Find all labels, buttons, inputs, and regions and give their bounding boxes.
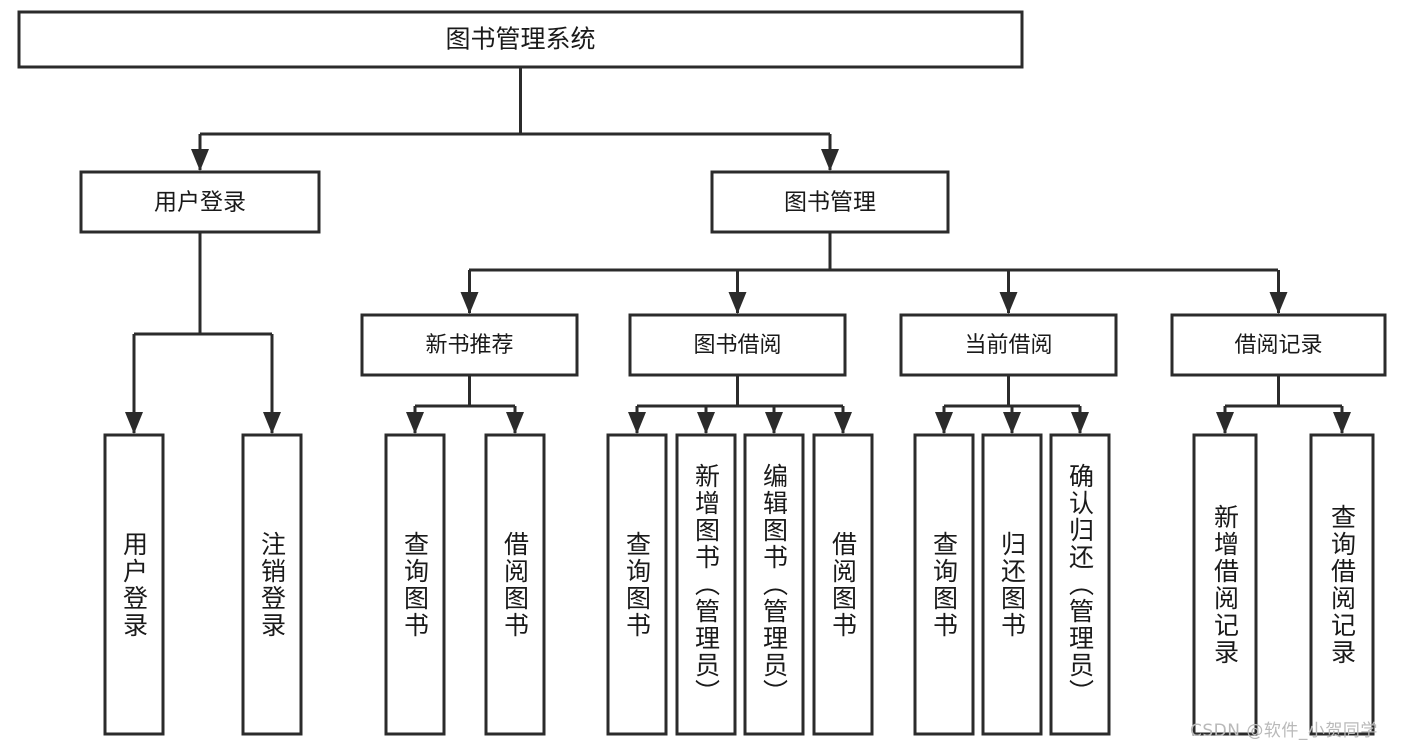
node-label: 图书借阅 [693, 333, 781, 358]
node-rect [241, 433, 303, 736]
node-box-leaf-8 [913, 433, 975, 736]
arrow-head-icon [1216, 412, 1234, 434]
arrow-head-icon [765, 412, 783, 434]
node-box-leaf-12 [1309, 433, 1375, 736]
node-rect [103, 433, 165, 736]
node-box-leaf-2 [384, 433, 446, 736]
node-box-leaf-11 [1192, 433, 1258, 736]
node-box-leaf-5 [675, 433, 737, 736]
arrow-head-icon [728, 292, 747, 314]
node-rect [710, 170, 950, 234]
arrow-head-icon [628, 412, 646, 434]
node-label: 新书推荐 [425, 333, 513, 358]
arrow-head-icon [506, 412, 524, 434]
arrow-head-icon [191, 149, 209, 171]
node-box-leaf-6 [743, 433, 805, 736]
node-box-layer [17, 10, 1387, 736]
node-box-leaf-0 [103, 433, 165, 736]
node-box-level2-0 [360, 313, 579, 377]
node-box-leaf-9 [981, 433, 1043, 736]
node-box-level2-2 [899, 313, 1118, 377]
node-box-level1-1 [710, 170, 950, 234]
node-rect [981, 433, 1043, 736]
node-box-leaf-4 [606, 433, 668, 736]
arrow-head-icon [1333, 412, 1351, 434]
arrow-head-icon [1003, 412, 1021, 434]
arrow-head-icon [460, 292, 479, 314]
connector-layer [125, 67, 1351, 434]
node-rect [628, 313, 847, 377]
arrow-head-icon [406, 412, 424, 434]
node-rect [743, 433, 805, 736]
arrow-head-icon [834, 412, 852, 434]
csdn-watermark: CSDN @软件_小贺同学 [1190, 721, 1378, 741]
node-rect [1049, 433, 1111, 736]
node-box-leaf-10 [1049, 433, 1111, 736]
node-rect [360, 313, 579, 377]
node-rect [675, 433, 737, 736]
node-rect [484, 433, 546, 736]
node-label: 借阅记录 [1234, 333, 1322, 358]
node-rect [1192, 433, 1258, 736]
arrow-head-icon [263, 412, 281, 434]
node-rect [17, 10, 1024, 69]
node-rect [606, 433, 668, 736]
node-rect [384, 433, 446, 736]
arrow-head-icon [999, 292, 1018, 314]
node-rect [1309, 433, 1375, 736]
node-label: 用户登录 [154, 190, 246, 216]
node-rect [79, 170, 321, 234]
node-rect [913, 433, 975, 736]
node-box-level2-3 [1170, 313, 1387, 377]
arrow-head-icon [697, 412, 715, 434]
arrow-head-icon [935, 412, 953, 434]
node-box-leaf-3 [484, 433, 546, 736]
node-label: 图书管理 [784, 190, 876, 216]
node-label: 当前借阅 [964, 333, 1052, 358]
node-box-level2-1 [628, 313, 847, 377]
node-box-leaf-1 [241, 433, 303, 736]
node-rect [1170, 313, 1387, 377]
node-rect [812, 433, 874, 736]
node-box-level1-0 [79, 170, 321, 234]
node-label: 图书管理系统 [445, 25, 595, 54]
arrow-head-icon [1071, 412, 1089, 434]
arrow-head-icon [125, 412, 143, 434]
arrow-head-icon [1269, 292, 1288, 314]
node-box-leaf-7 [812, 433, 874, 736]
node-box-root [17, 10, 1024, 69]
arrow-head-icon [821, 149, 839, 171]
node-rect [899, 313, 1118, 377]
